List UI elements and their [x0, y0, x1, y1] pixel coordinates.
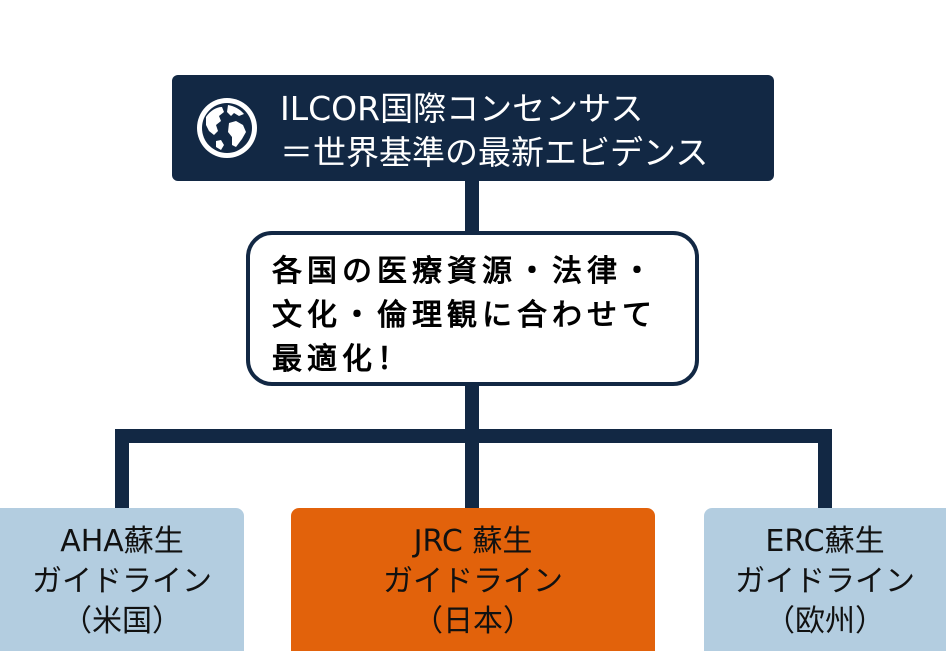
erc-line-1: ERC蘇生: [765, 524, 885, 559]
erc-guideline-box: ERC蘇生 ガイドライン （欧州）: [704, 508, 946, 651]
optimization-box: 各国の医療資源・法律・ 文化・倫理観に合わせて 最適化！: [246, 231, 699, 386]
jrc-line-2: ガイドライン: [383, 564, 563, 599]
connector-middle-down: [465, 384, 479, 432]
erc-line-3: （欧州）: [765, 604, 885, 639]
aha-line-2: ガイドライン: [32, 564, 212, 599]
erc-line-2: ガイドライン: [735, 564, 915, 599]
jrc-line-3: （日本）: [413, 604, 533, 639]
connector-to-left-leaf: [115, 429, 129, 510]
aha-line-1: AHA蘇生: [60, 524, 184, 559]
aha-line-3: （米国）: [62, 604, 182, 639]
optimization-line-3: 最適化！: [272, 342, 412, 377]
aha-guideline-box: AHA蘇生 ガイドライン （米国）: [0, 508, 244, 651]
connector-to-center-leaf: [465, 429, 479, 510]
ilcor-consensus-box: ILCOR国際コンセンサス ＝世界基準の最新エビデンス: [172, 75, 774, 181]
ilcor-line-1: ILCOR国際コンセンサス: [280, 89, 644, 128]
optimization-line-1: 各国の医療資源・法律・: [272, 254, 657, 289]
ilcor-consensus-text: ILCOR国際コンセンサス ＝世界基準の最新エビデンス: [280, 87, 708, 175]
jrc-line-1: JRC 蘇生: [413, 524, 533, 559]
jrc-guideline-box: JRC 蘇生 ガイドライン （日本）: [291, 508, 655, 651]
ilcor-line-2: ＝世界基準の最新エビデンス: [280, 133, 709, 172]
optimization-line-2: 文化・倫理観に合わせて: [272, 298, 657, 333]
globe-icon: [194, 95, 260, 161]
optimization-text: 各国の医療資源・法律・ 文化・倫理観に合わせて 最適化！: [272, 250, 657, 382]
connector-to-right-leaf: [818, 429, 832, 510]
connector-top-to-middle: [465, 181, 479, 233]
